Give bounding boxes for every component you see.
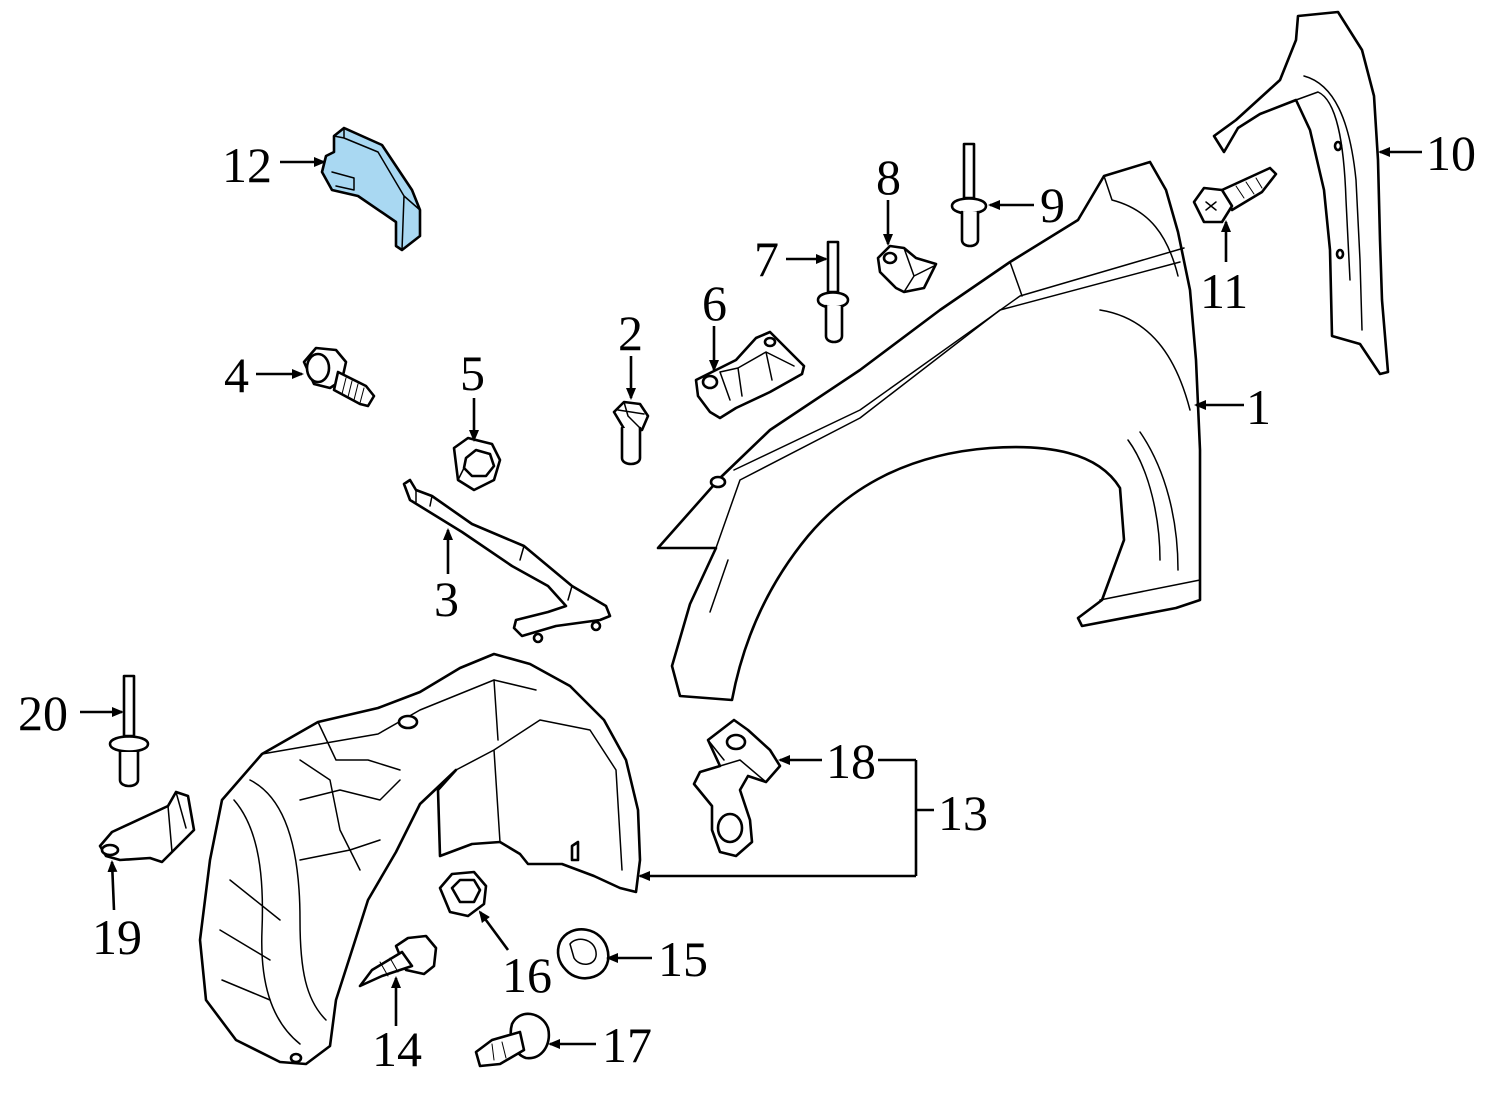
callout-8: 8 (876, 149, 901, 205)
part-15-washer[interactable] (556, 928, 610, 980)
part-5-nut[interactable] (452, 436, 502, 492)
part-6-bracket[interactable] (694, 330, 806, 420)
part-2-bolt[interactable] (612, 400, 650, 466)
callout-18: 18 (826, 733, 876, 789)
callout-6: 6 (702, 275, 727, 331)
callout-12: 12 (222, 137, 272, 193)
part-1-fender[interactable] (656, 160, 1202, 702)
part-20-stud[interactable] (108, 674, 150, 788)
callout-3: 3 (434, 571, 459, 627)
part-8-clip[interactable] (876, 244, 938, 294)
callout-5: 5 (460, 345, 485, 401)
callout-15: 15 (658, 931, 708, 987)
part-17-push-pin[interactable] (474, 1012, 551, 1068)
callout-19: 19 (92, 909, 142, 965)
callout-13: 13 (938, 785, 988, 841)
part-19-bracket[interactable] (98, 790, 196, 864)
callout-11: 11 (1200, 263, 1248, 319)
callout-20: 20 (18, 685, 68, 741)
callout-labels: 1 2 3 4 5 6 7 8 9 10 11 12 13 14 15 16 1… (18, 125, 1476, 1077)
callout-1: 1 (1246, 379, 1271, 435)
callout-4: 4 (224, 347, 249, 403)
callout-17: 17 (602, 1017, 652, 1073)
part-12-insulator[interactable] (320, 126, 422, 252)
part-4-bolt[interactable] (302, 346, 376, 408)
part-3-bracket[interactable] (402, 478, 612, 644)
part-11-screw[interactable] (1192, 166, 1278, 224)
leader-lines (80, 147, 1422, 1049)
part-13-wheel-liner[interactable] (198, 652, 642, 1066)
callout-14: 14 (372, 1021, 422, 1077)
part-14-push-pin[interactable] (358, 934, 438, 988)
part-10-seal[interactable] (1212, 10, 1390, 376)
part-18-bracket[interactable] (692, 718, 782, 858)
callout-2: 2 (618, 305, 643, 361)
callout-10: 10 (1426, 125, 1476, 181)
callout-7: 7 (754, 231, 779, 287)
part-9-stud[interactable] (950, 142, 988, 248)
part-7-stud[interactable] (816, 240, 850, 344)
part-16-nut[interactable] (438, 870, 488, 918)
callout-9: 9 (1040, 177, 1065, 233)
callout-16: 16 (502, 947, 552, 1003)
